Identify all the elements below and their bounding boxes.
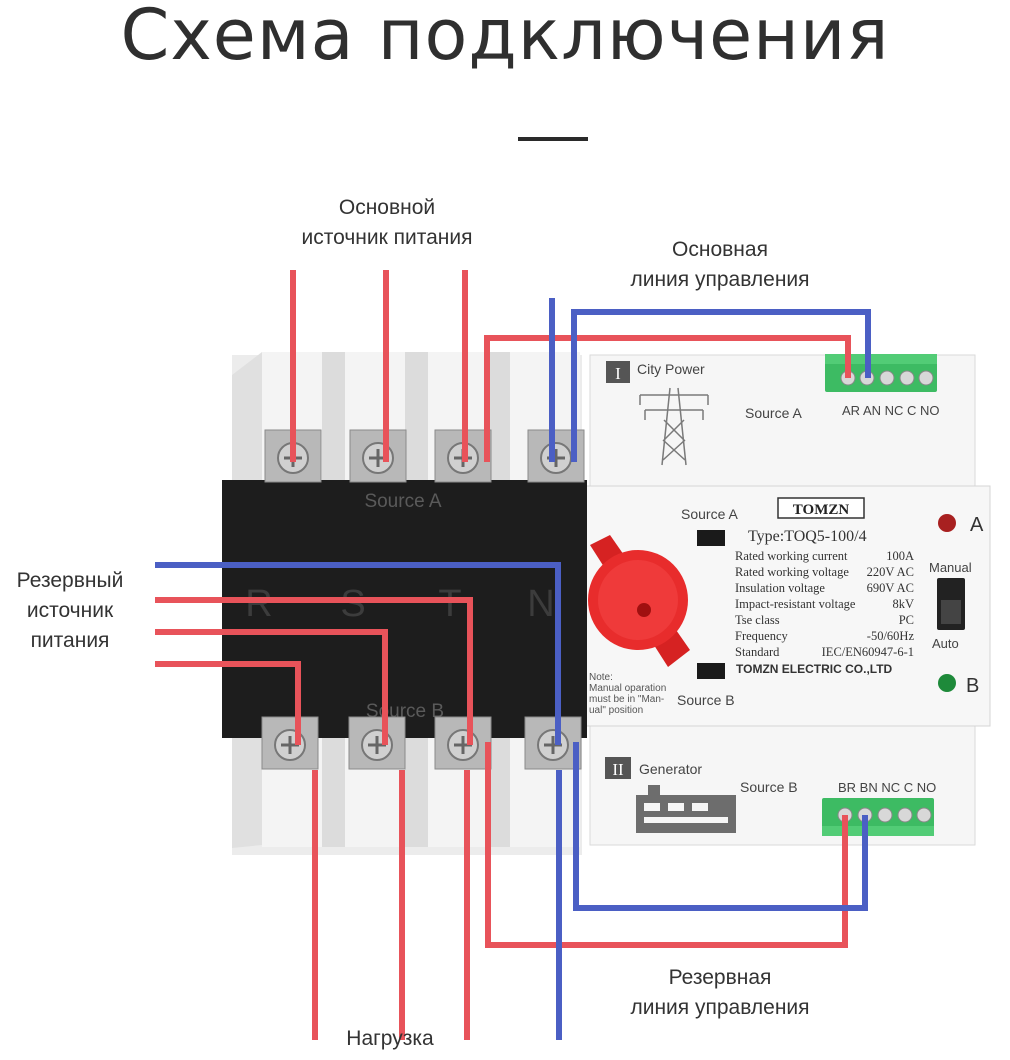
note-line: Manual oparation xyxy=(589,683,666,694)
spec-name: Frequency xyxy=(735,629,789,643)
top-module-name: City Power xyxy=(637,361,705,377)
generator-icon xyxy=(636,785,736,833)
backup-control-red-wire xyxy=(485,742,848,948)
bottom-module-roman: II xyxy=(612,760,624,779)
bottom-screw-3 xyxy=(434,716,492,770)
bottom-module-source-label: Source B xyxy=(740,779,798,795)
top-terminal-labels: AR AN NC C NO xyxy=(842,403,940,418)
spec-list: Rated working current 100A Rated working v… xyxy=(735,549,914,659)
bottom-module: II Generator Source B BR BN NC C NO xyxy=(589,724,976,846)
switch-manual-label: Manual xyxy=(929,560,972,575)
spec-name: Rated working voltage xyxy=(735,565,849,579)
title-underline xyxy=(518,137,588,141)
bottom-terminal-labels: BR BN NC C NO xyxy=(838,780,936,795)
spec-value: PC xyxy=(899,613,914,627)
note-line: must be in "Man- xyxy=(589,694,664,705)
brand-logo: TOMZN xyxy=(793,502,850,518)
spec-value: -50/60Hz xyxy=(867,629,915,643)
spec-value: 690V AC xyxy=(867,581,914,595)
top-module: I City Power Source A AR AN NC C NO xyxy=(589,354,976,491)
spec-name: Rated working current xyxy=(735,549,848,563)
front-plate: Source A Source B R S T N xyxy=(222,480,587,738)
phase-label-n: N xyxy=(527,583,554,625)
phase-label-r: R xyxy=(245,583,272,625)
panel-source-a: Source A xyxy=(681,506,738,522)
backup-source-red-wire-2 xyxy=(155,629,388,745)
top-module-roman: I xyxy=(615,364,621,383)
spec-value: IEC/EN60947-6-1 xyxy=(822,645,914,659)
load-label: Нагрузка xyxy=(346,1027,434,1050)
spec-name: Insulation voltage xyxy=(735,581,825,595)
indicator-b-light xyxy=(938,674,956,692)
phase-label-t: T xyxy=(438,583,461,625)
indicator-a-label: A xyxy=(970,514,984,536)
spec-value: 100A xyxy=(886,549,914,563)
main-control-label: Основная линия управления xyxy=(630,238,810,291)
top-module-source-label: Source A xyxy=(745,405,802,421)
indicator-b-label: B xyxy=(966,675,979,697)
panel-source-b: Source B xyxy=(677,692,735,708)
bottom-screw-4 xyxy=(524,716,582,770)
indicator-a-light xyxy=(938,514,956,532)
main-source-label: Основной источник питания xyxy=(301,196,473,249)
note-line: ual" position xyxy=(589,705,643,716)
switch-auto-label: Auto xyxy=(932,636,959,651)
spec-name: Tse class xyxy=(735,613,780,627)
phase-label-s: S xyxy=(340,583,365,625)
spec-value: 220V AC xyxy=(867,565,914,579)
top-screw-2 xyxy=(349,429,407,483)
bottom-module-name: Generator xyxy=(639,761,702,777)
front-source-a: Source A xyxy=(364,491,441,512)
note-line: Note: xyxy=(589,672,613,683)
backup-source-red-wire-1 xyxy=(155,597,473,745)
spec-name: Standard xyxy=(735,645,780,659)
main-control-red-wire xyxy=(484,335,851,462)
bottom-screw-2 xyxy=(348,716,406,770)
device-type: Type:TOQ5-100/4 xyxy=(748,528,867,545)
power-tower-icon xyxy=(639,387,709,466)
backup-source-label: Резервный источник питания xyxy=(16,569,124,652)
main-control-blue-wire-2 xyxy=(571,309,871,462)
maker-text: TOMZN ELECTRIC CO.,LTD xyxy=(736,662,893,676)
bottom-screw-1 xyxy=(261,716,319,770)
top-terminal-block xyxy=(825,354,937,392)
spec-name: Impact-resistant voltage xyxy=(735,597,856,611)
backup-control-label: Резервная линия управления xyxy=(630,966,810,1019)
backup-source-blue-wire xyxy=(155,562,561,745)
rotary-knob[interactable] xyxy=(588,535,690,667)
backup-source-red-wire-3 xyxy=(155,661,301,745)
control-panel: TOMZN Source A Type:TOQ5-100/4 Rated wor… xyxy=(584,485,991,727)
backup-control-blue-wire xyxy=(573,742,868,911)
spec-value: 8kV xyxy=(892,597,914,611)
bottom-terminal-block xyxy=(822,798,934,836)
page-title: Схема подключения xyxy=(120,0,890,76)
bottom-screw-terminals xyxy=(261,716,582,770)
